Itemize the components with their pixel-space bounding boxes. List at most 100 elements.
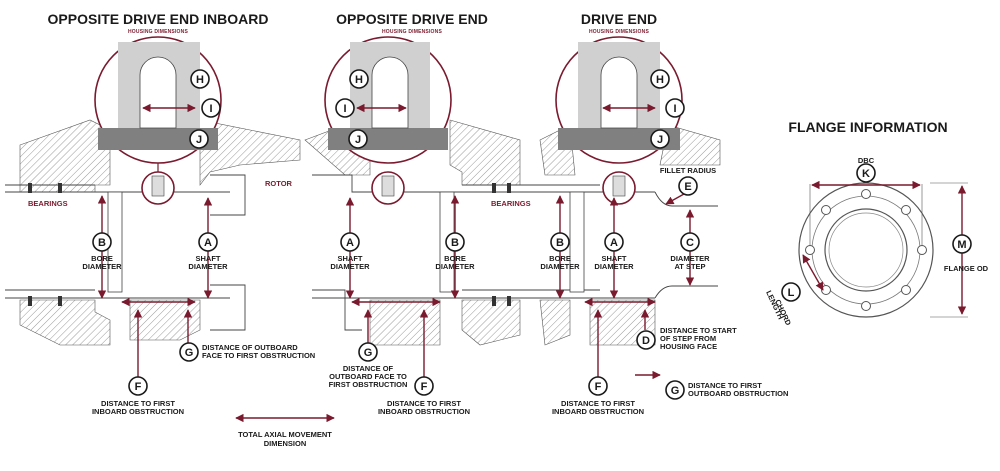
view2-g-line2: OUTBOARD FACE TO [329,372,407,381]
svg-text:G: G [671,385,680,397]
view3-shaft-line1: SHAFT [602,254,627,263]
svg-text:C: C [686,237,694,249]
svg-text:A: A [610,237,618,249]
view3-bubble-g: G [665,380,685,400]
view2-bubble-i: I [335,98,355,118]
view3-bubble-f: F [588,376,608,396]
svg-text:I: I [673,103,676,115]
view2-f-line1: DISTANCE TO FIRST [387,399,461,408]
svg-text:H: H [656,74,664,86]
view3-bore-line2: DIAMETER [540,262,580,271]
view1-housing-bottom [129,299,201,341]
svg-text:G: G [364,347,373,359]
view2-bubble-a: A [340,232,360,252]
d-line2: OF STEP FROM [660,334,716,343]
view3-bubble-e: E [678,176,698,196]
view1-bubble-b: B [92,232,112,252]
view1-housing-top-left [19,119,111,193]
svg-text:E: E [684,181,691,193]
view3-subtitle: HOUSING DIMENSIONS [589,29,649,35]
view1-bubble-a: A [198,232,218,252]
svg-text:K: K [862,168,870,180]
svg-text:M: M [957,239,966,251]
view1-title: OPPOSITE DRIVE END INBOARD [48,11,269,27]
view2-housing-bottom [369,299,441,346]
svg-text:F: F [421,381,428,393]
view3-g-line1: DISTANCE TO FIRST [688,381,762,390]
step-line2: AT STEP [674,262,705,271]
view3-bubble-d: D [636,330,656,350]
view1-bore-line2: DIAMETER [82,262,122,271]
svg-text:J: J [657,134,663,146]
view1-shaft-line1: SHAFT [196,254,221,263]
view1-bearings-label: BEARINGS [28,199,68,208]
svg-text:B: B [556,237,564,249]
view3-f-line2: INBOARD OBSTRUCTION [552,407,644,416]
rotor-label: ROTOR [265,179,293,188]
view1-f-line2: INBOARD OBSTRUCTION [92,407,184,416]
flange-bubble-m: M [952,234,972,254]
svg-text:H: H [355,74,363,86]
view3-shaft-line2: DIAMETER [594,262,634,271]
view3-housing-bottom-left [539,299,571,346]
view2-bore-line2: DIAMETER [435,262,475,271]
view2-shaft-line1: SHAFT [338,254,363,263]
view1-f-line1: DISTANCE TO FIRST [101,399,175,408]
view1-bubble-i: I [201,98,221,118]
view3-bubble-j: J [650,129,670,149]
view2-housing-bottom-right [461,299,521,346]
view3-f-line1: DISTANCE TO FIRST [561,399,635,408]
svg-text:A: A [204,237,212,249]
view1-bubble-g: G [179,342,199,362]
view1-bubble-f: F [128,376,148,396]
d-line1: DISTANCE TO START [660,326,737,335]
svg-text:G: G [185,347,194,359]
svg-text:I: I [209,103,212,115]
flange-od-label: FLANGE OD [944,264,989,273]
view1-bore-line1: BORE [91,254,113,263]
view1-drawing [5,36,301,378]
dbc-label: DBC [858,156,875,165]
svg-text:I: I [343,103,346,115]
view2-bubble-h: H [349,69,369,89]
view3-drawing [539,36,721,380]
view2-bearings-label: BEARINGS [491,199,531,208]
view1-bubble-j: J [189,129,209,149]
view3-bubble-a: A [604,232,624,252]
view2-housing-top-right [449,119,521,186]
view3-bore-line1: BORE [549,254,571,263]
svg-text:A: A [346,237,354,249]
svg-text:H: H [196,74,204,86]
svg-text:J: J [355,134,361,146]
view2-f-line2: INBOARD OBSTRUCTION [378,407,470,416]
view2-bubble-j: J [348,129,368,149]
step-line1: DIAMETER [670,254,710,263]
flange-drawing [798,180,968,318]
view3-title: DRIVE END [581,11,657,27]
view3-bubble-i: I [665,98,685,118]
svg-text:L: L [788,287,795,299]
view2-subtitle: HOUSING DIMENSIONS [382,29,442,35]
view2-g-line3: FIRST OBSTRUCTION [329,380,408,389]
view2-bubble-b: B [445,232,465,252]
view1-g-line1: DISTANCE OF OUTBOARD [202,343,298,352]
view3-bubble-b: B [550,232,570,252]
view3-g-line2: OUTBOARD OBSTRUCTION [688,389,788,398]
view1-g-line2: FACE TO FIRST OBSTRUCTION [202,351,315,360]
view2-bubble-f: F [414,376,434,396]
d-line3: HOUSING FACE [660,342,717,351]
svg-text:B: B [98,237,106,249]
svg-text:D: D [642,335,650,347]
view2-shaft-line2: DIAMETER [330,262,370,271]
view2-g-line1: DISTANCE OF [343,364,394,373]
view2-bubble-g: G [358,342,378,362]
flange-bubble-k: K [856,163,876,183]
view2-bore-line1: BORE [444,254,466,263]
svg-text:J: J [196,134,202,146]
flange-bubble-l: L [781,282,801,302]
svg-text:B: B [451,237,459,249]
view3-bubble-h: H [650,69,670,89]
view1-housing-top-right [199,119,301,186]
axial-line1: TOTAL AXIAL MOVEMENT [238,430,332,439]
